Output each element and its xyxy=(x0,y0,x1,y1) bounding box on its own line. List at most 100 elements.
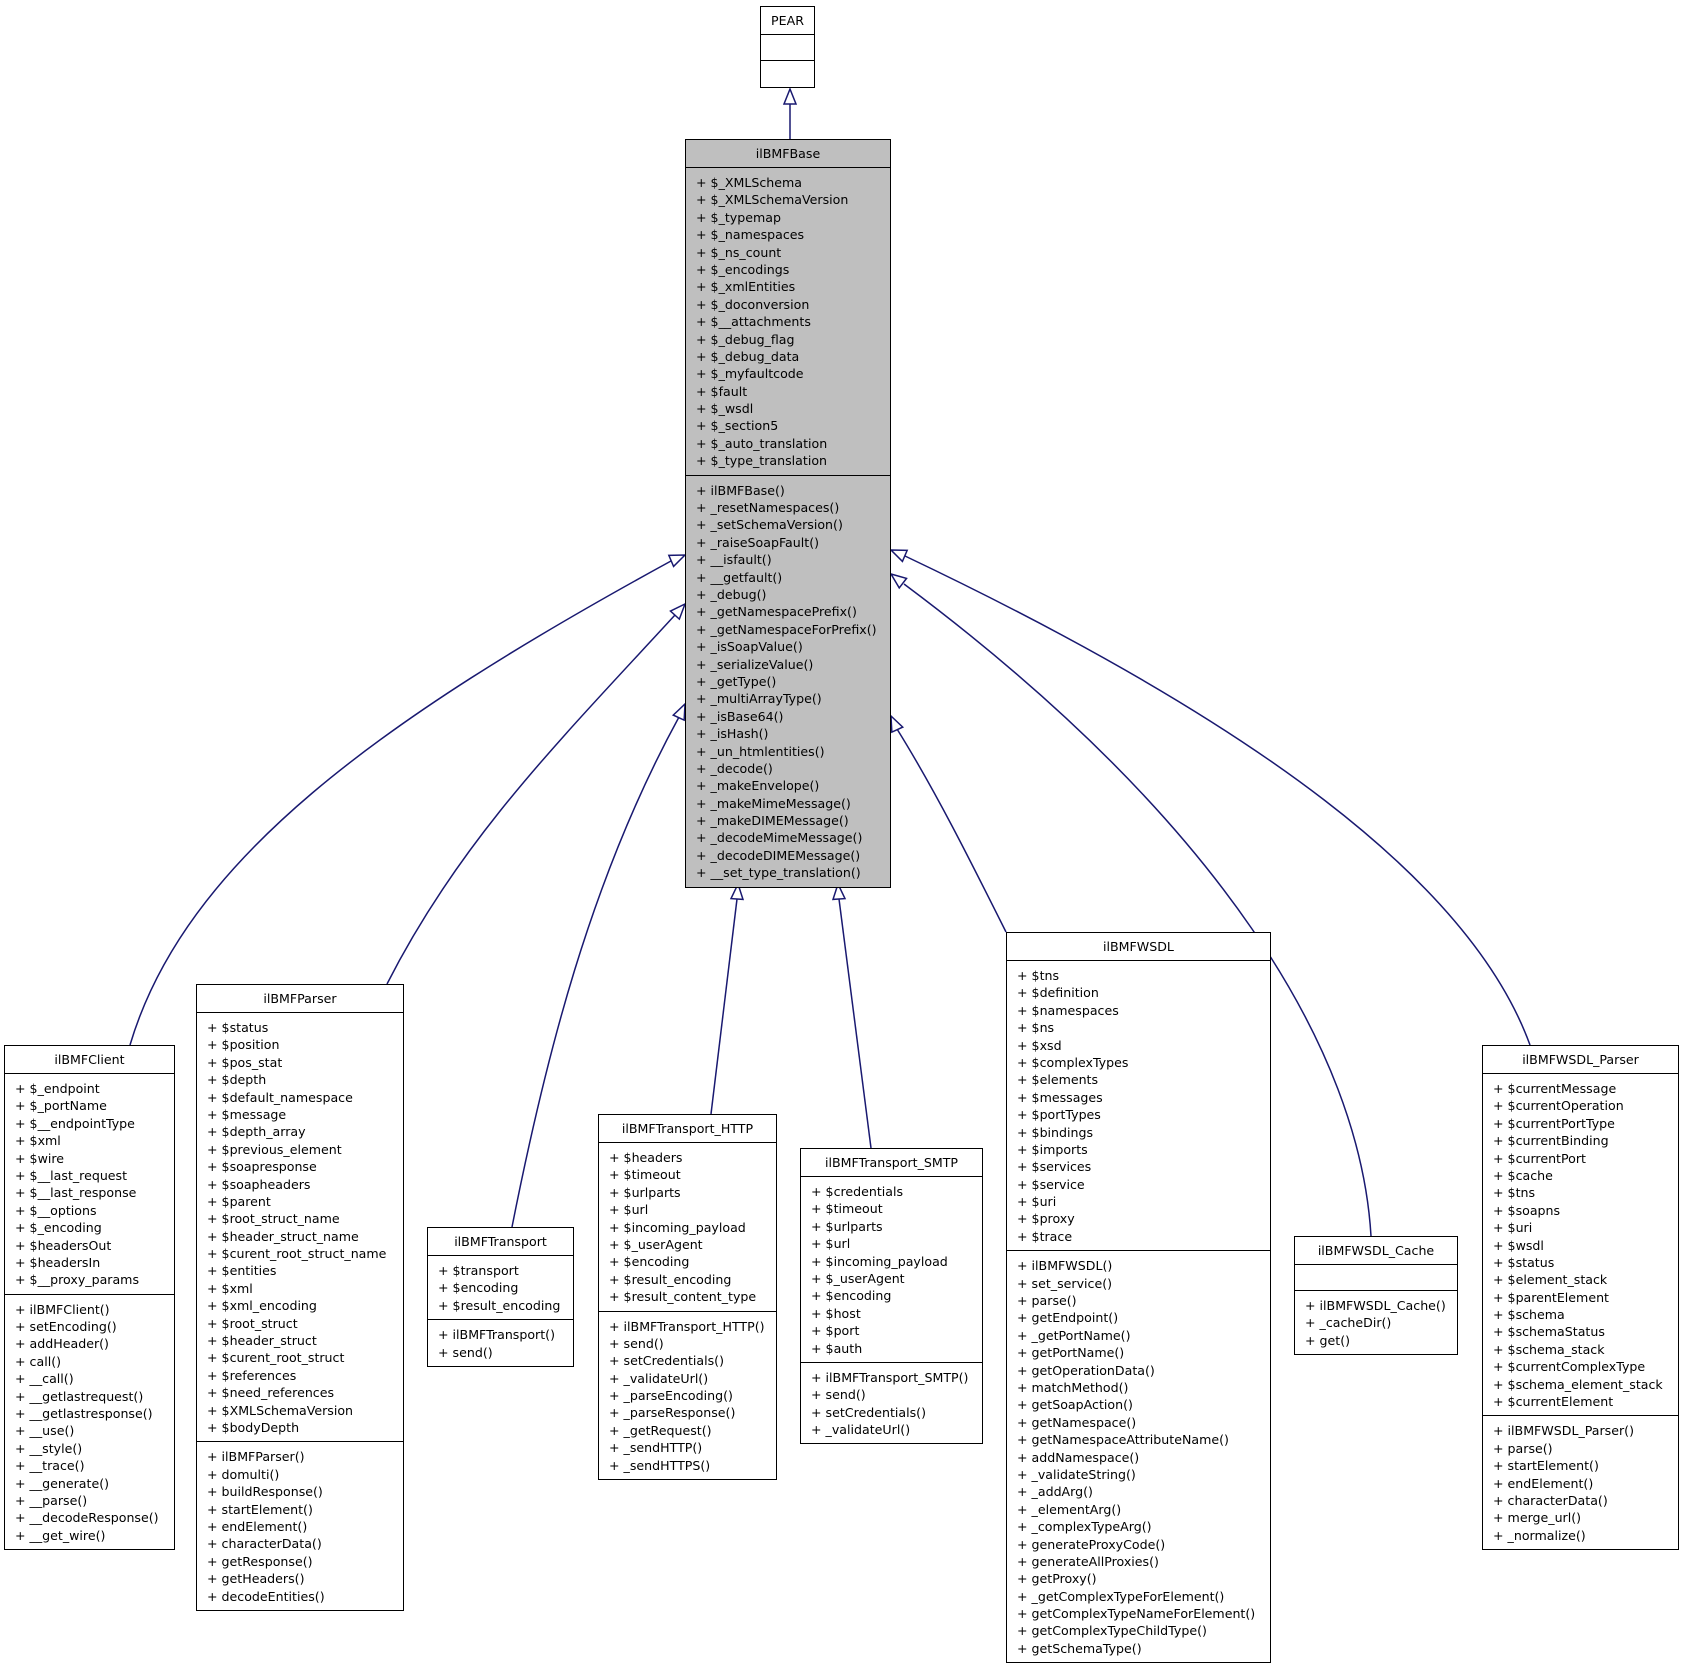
class-method: + __trace() xyxy=(15,1458,85,1474)
class-attribute: + $wire xyxy=(15,1150,65,1166)
class-attribute: + $_encodings xyxy=(696,261,790,277)
class-attribute: + $currentPortType xyxy=(1493,1115,1615,1131)
class-method: + _sendHTTPS() xyxy=(609,1457,711,1473)
class-attribute: + $xml xyxy=(15,1133,61,1149)
class-attributes-section: + $_endpoint+ $_portName+ $__endpointTyp… xyxy=(5,1074,174,1295)
class-attribute: + $fault xyxy=(696,383,748,399)
class-method: + _getRequest() xyxy=(609,1422,712,1438)
class-attribute: + $_debug_flag xyxy=(696,331,795,347)
class-method: + _isSoapValue() xyxy=(696,639,803,655)
class-attribute: + $_type_translation xyxy=(696,453,828,469)
class-attribute: + $xml xyxy=(207,1280,253,1296)
class-attribute: + $schema_element_stack xyxy=(1493,1376,1663,1392)
class-attributes-section: + $tns+ $definition+ $namespaces+ $ns+ $… xyxy=(1007,961,1270,1252)
class-attribute: + $__endpointType xyxy=(15,1115,135,1131)
class-method: + __call() xyxy=(15,1371,74,1387)
class-attribute: + $message xyxy=(207,1106,287,1122)
class-attribute: + $bindings xyxy=(1017,1124,1094,1140)
class-method: + __getlastrequest() xyxy=(15,1388,144,1404)
class-attribute: + $__last_response xyxy=(15,1185,137,1201)
class-attribute: + $headersIn xyxy=(15,1254,101,1270)
class-title: ilBMFClient xyxy=(5,1046,174,1074)
class-methods-section: + ilBMFBase()+ _resetNamespaces()+ _setS… xyxy=(686,476,890,887)
class-attribute: + $_typemap xyxy=(696,209,781,225)
class-method: + characterData() xyxy=(207,1536,322,1552)
class-attributes-section: + $currentMessage+ $currentOperation+ $c… xyxy=(1483,1074,1678,1417)
class-attribute: + $root_struct xyxy=(207,1315,298,1331)
class-attribute: + $__last_request xyxy=(15,1167,128,1183)
class-attribute: + $elements xyxy=(1017,1072,1099,1088)
class-attributes-section xyxy=(761,35,814,61)
class-attribute: + $incoming_payload xyxy=(811,1253,948,1269)
class-method: + decodeEntities() xyxy=(207,1588,325,1604)
class-method: + _validateUrl() xyxy=(609,1370,709,1386)
class-method: + parse() xyxy=(1017,1293,1077,1309)
class-title: ilBMFWSDL_Parser xyxy=(1483,1046,1678,1074)
class-method: + __parse() xyxy=(15,1492,88,1508)
class-method: + __getlastresponse() xyxy=(15,1406,153,1422)
class-title: ilBMFWSDL xyxy=(1007,933,1270,961)
class-method: + _serializeValue() xyxy=(696,656,814,672)
class-attribute: + $complexTypes xyxy=(1017,1054,1129,1070)
class-methods-section: + ilBMFWSDL_Parser()+ parse()+ startElem… xyxy=(1483,1416,1678,1549)
class-method: + ilBMFTransport_HTTP() xyxy=(609,1318,765,1334)
class-attribute: + $XMLSchemaVersion xyxy=(207,1402,354,1418)
class-methods-section: + ilBMFParser()+ domulti()+ buildRespons… xyxy=(197,1442,403,1610)
class-method: + __set_type_translation() xyxy=(696,865,861,881)
class-attribute: + $_XMLSchema xyxy=(696,175,803,190)
class-attribute: + $timeout xyxy=(609,1167,681,1183)
class-method: + getComplexTypeChildType() xyxy=(1017,1623,1207,1639)
class-attribute: + $status xyxy=(1493,1254,1555,1270)
class-attribute: + $result_encoding xyxy=(609,1271,732,1287)
class-method: + merge_url() xyxy=(1493,1510,1582,1526)
class-method: + _raiseSoapFault() xyxy=(696,534,820,550)
class-attribute: + $soapresponse xyxy=(207,1159,317,1175)
class-method: + _isBase64() xyxy=(696,708,784,724)
inheritance-edge-ilbmfparser xyxy=(386,614,676,985)
class-method: + _getNamespaceForPrefix() xyxy=(696,621,877,637)
class-attribute: + $services xyxy=(1017,1159,1092,1175)
class-method: + ilBMFTransport() xyxy=(438,1327,556,1343)
class-attribute: + $url xyxy=(811,1236,851,1252)
class-method: + ilBMFParser() xyxy=(207,1449,305,1465)
class-box-ilbmfclient: ilBMFClient+ $_endpoint+ $_portName+ $__… xyxy=(4,1045,175,1551)
class-method: + getNamespace() xyxy=(1017,1414,1137,1430)
class-method: + getOperationData() xyxy=(1017,1362,1155,1378)
class-attributes-section: + $transport+ $encoding+ $result_encodin… xyxy=(428,1256,573,1321)
class-attributes-section xyxy=(1295,1265,1457,1291)
class-attribute: + $ns xyxy=(1017,1020,1055,1036)
class-attribute: + $timeout xyxy=(811,1201,883,1217)
class-attribute: + $_portName xyxy=(15,1098,107,1114)
class-method: + parse() xyxy=(1493,1440,1553,1456)
class-title: PEAR xyxy=(761,7,814,35)
class-method: + _resetNamespaces() xyxy=(696,500,840,516)
class-method: + startElement() xyxy=(207,1501,313,1517)
class-attribute: + $service xyxy=(1017,1176,1085,1192)
class-attribute: + $auth xyxy=(811,1340,863,1356)
class-method: + _cacheDir() xyxy=(1305,1315,1392,1331)
class-method: + getNamespaceAttributeName() xyxy=(1017,1432,1229,1448)
inheritance-arrowhead-ilbmfwsdl-cache xyxy=(889,572,908,590)
class-method: + generateAllProxies() xyxy=(1017,1553,1159,1569)
class-box-ilbmftransport-http: ilBMFTransport_HTTP+ $headers+ $timeout+… xyxy=(598,1114,777,1481)
class-methods-section: + ilBMFWSDL()+ set_service()+ parse()+ g… xyxy=(1007,1251,1270,1662)
class-attribute: + $tns xyxy=(1017,968,1060,983)
inheritance-arrowhead-ilbmftransport xyxy=(671,702,686,722)
class-method: + ilBMFClient() xyxy=(15,1301,110,1317)
class-method: + endElement() xyxy=(1493,1475,1594,1491)
class-method: + __isfault() xyxy=(696,552,772,568)
class-attribute: + $cache xyxy=(1493,1167,1553,1183)
class-attribute: + $_auto_translation xyxy=(696,435,828,451)
class-attribute: + $encoding xyxy=(438,1280,519,1296)
class-method: + getComplexTypeNameForElement() xyxy=(1017,1606,1256,1622)
class-attribute: + $schema xyxy=(1493,1307,1565,1323)
class-method: + __getfault() xyxy=(696,569,783,585)
class-attribute: + $currentElement xyxy=(1493,1394,1614,1410)
class-method: + addNamespace() xyxy=(1017,1449,1140,1465)
class-method: + domulti() xyxy=(207,1466,280,1482)
class-method: + setCredentials() xyxy=(609,1353,725,1369)
class-attribute: + $namespaces xyxy=(1017,1002,1119,1018)
class-attribute: + $__options xyxy=(15,1202,97,1218)
class-method: + _elementArg() xyxy=(1017,1501,1122,1517)
class-method: + get() xyxy=(1305,1332,1351,1348)
